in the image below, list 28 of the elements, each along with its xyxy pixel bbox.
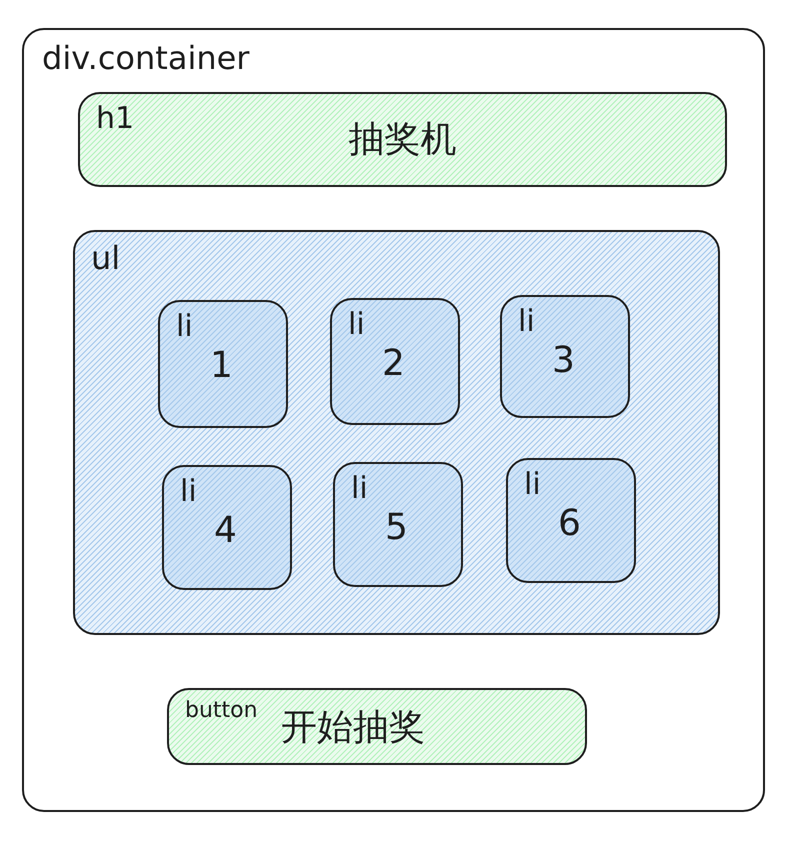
list-item-box — [330, 298, 460, 425]
tag-label: li — [348, 310, 365, 340]
button-box — [167, 688, 587, 765]
heading-text: 抽奖机 — [348, 122, 456, 158]
number-text: 3 — [552, 343, 575, 379]
number-text: 6 — [558, 506, 581, 542]
list-item-box — [500, 295, 630, 418]
button-text: 开始抽奖 — [281, 710, 425, 746]
tag-label: li — [518, 307, 535, 337]
tag-label: li — [176, 312, 193, 342]
tag-label: li — [524, 470, 541, 500]
list-item-box — [333, 462, 463, 587]
number-text: 2 — [382, 346, 405, 382]
tag-label: li — [180, 477, 197, 507]
list-item-box — [162, 465, 292, 590]
container-box — [22, 28, 765, 812]
tag-label: li — [351, 474, 368, 504]
list-item-box — [506, 458, 636, 583]
list-box — [73, 230, 720, 635]
heading-box — [78, 92, 727, 187]
tag-label: ul — [91, 242, 120, 274]
list-item-box — [158, 300, 288, 428]
number-text: 1 — [210, 348, 233, 384]
tag-label: div.container — [42, 42, 250, 74]
tag-label: h1 — [96, 104, 134, 134]
number-text: 4 — [214, 513, 237, 549]
tag-label: button — [185, 700, 258, 722]
number-text: 5 — [385, 510, 408, 546]
